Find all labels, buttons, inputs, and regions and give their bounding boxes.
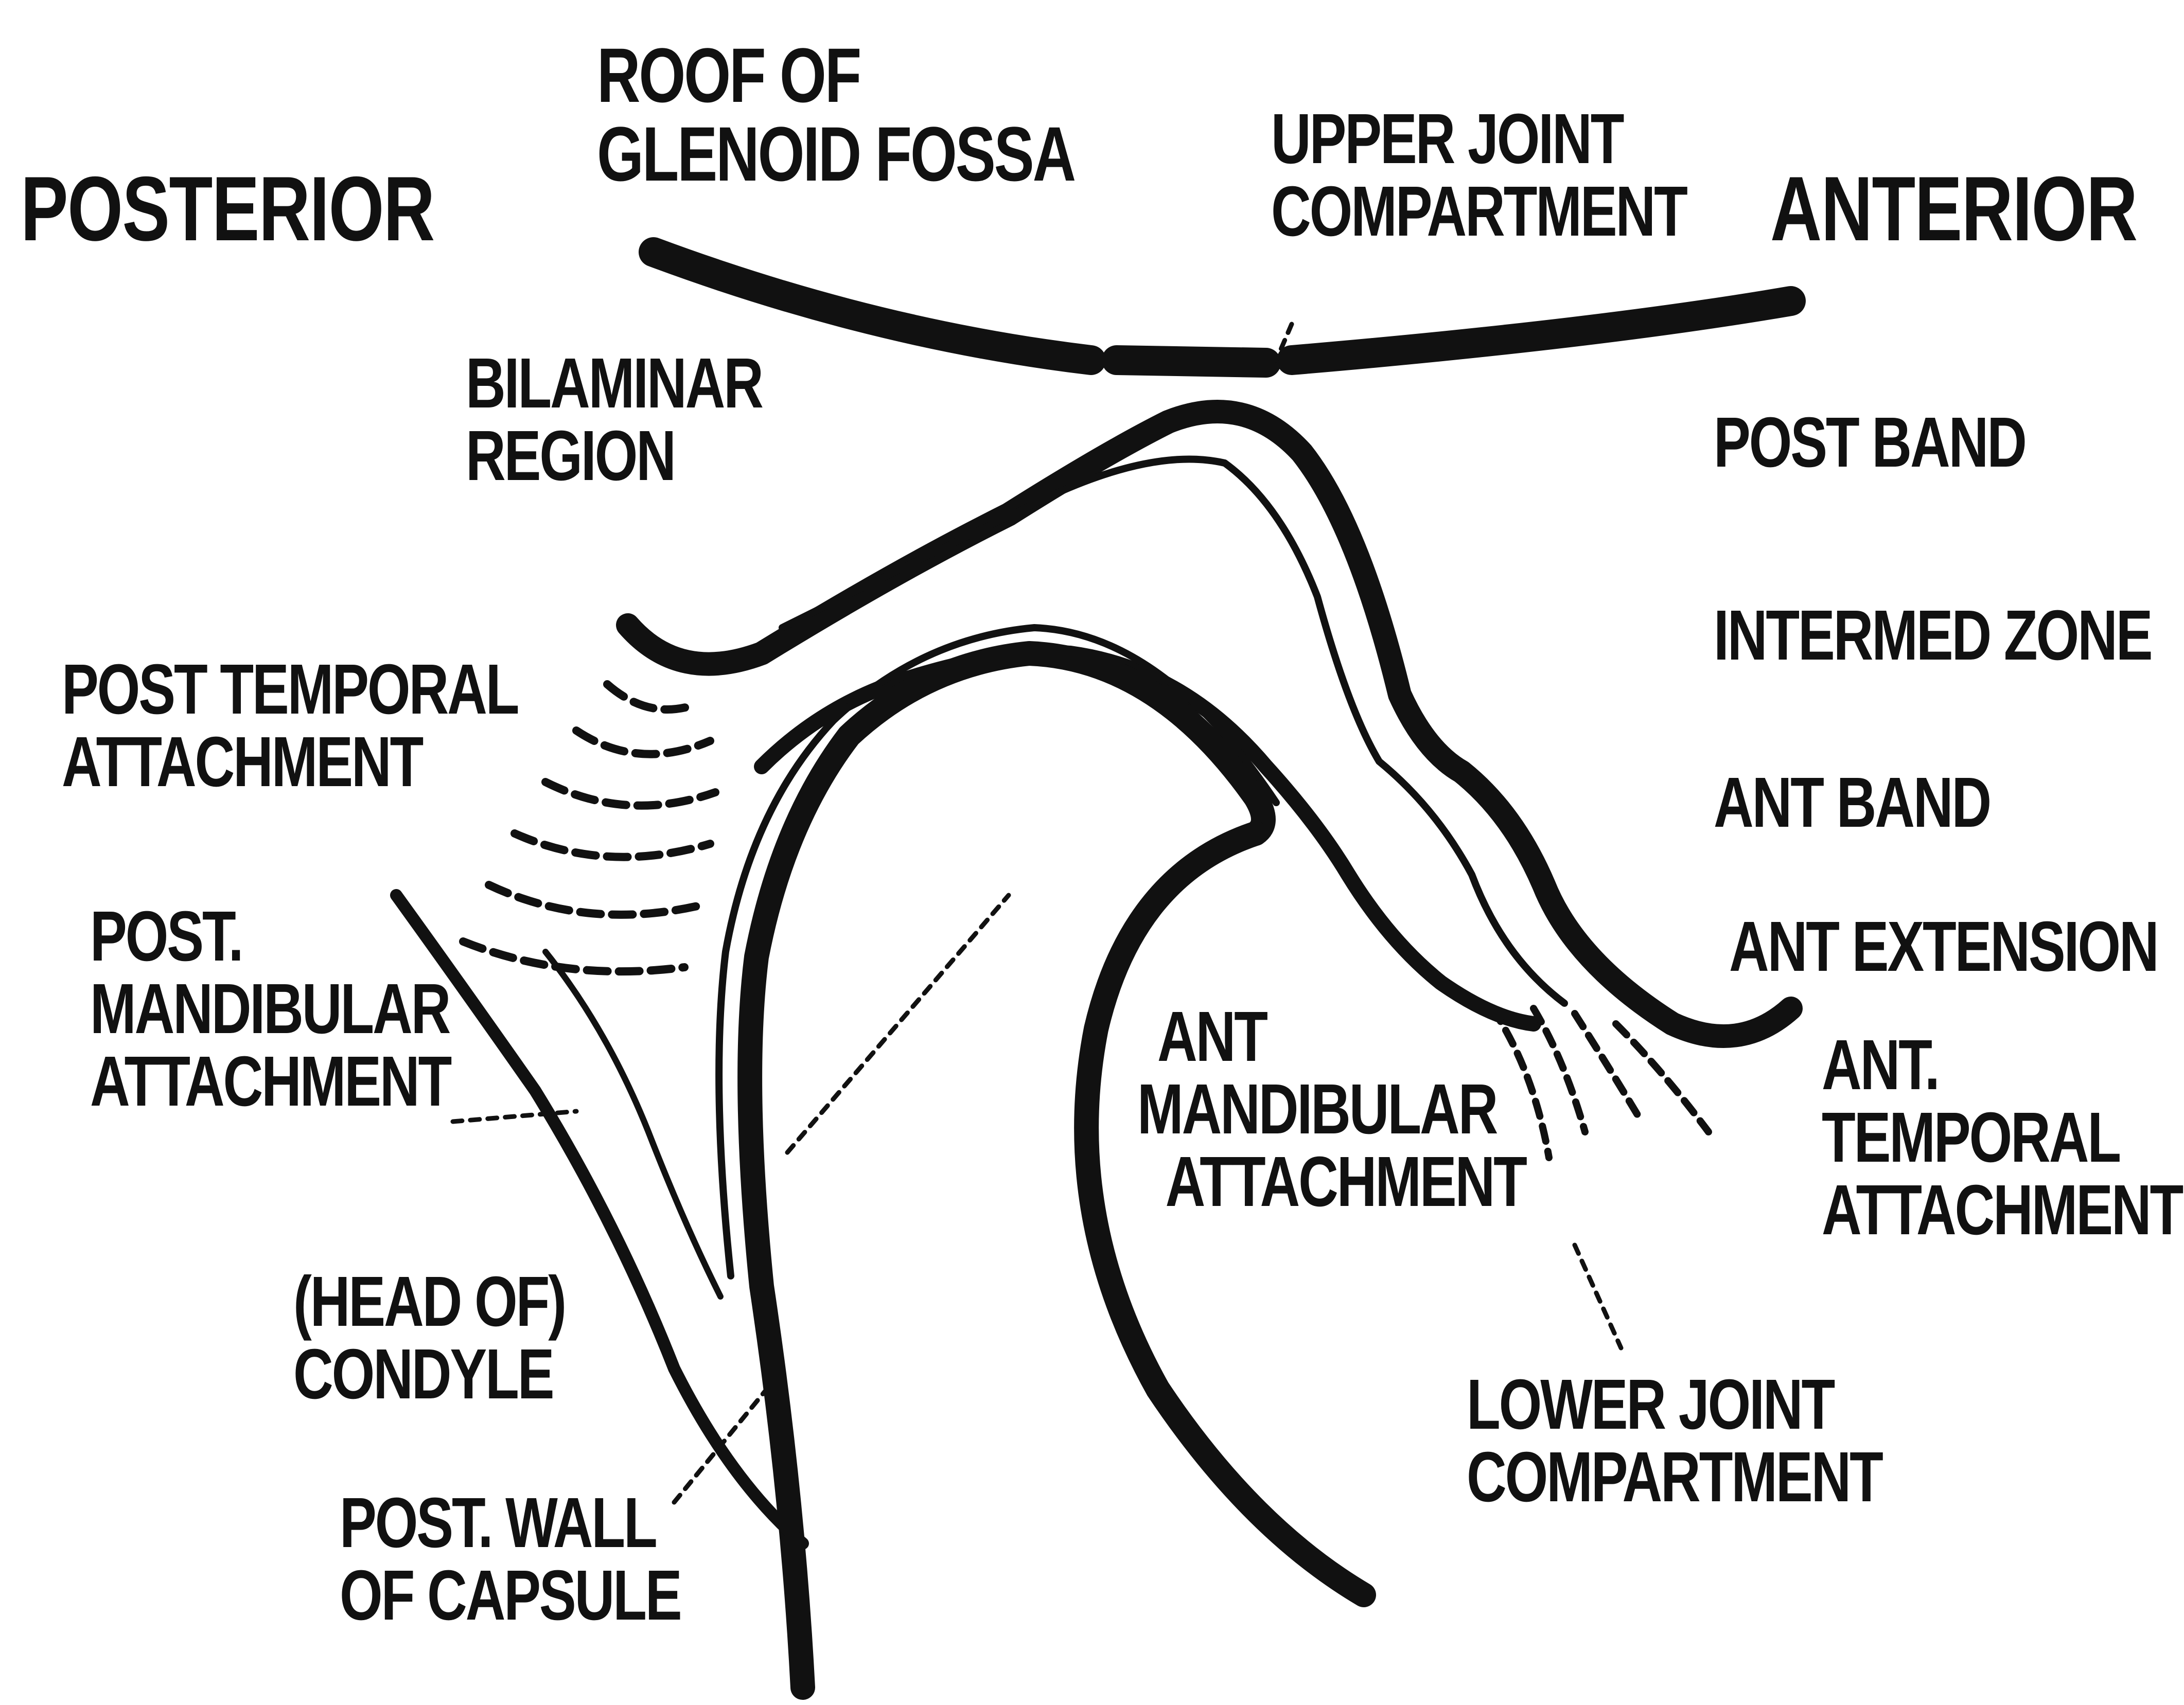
label-lower-joint: LOWER JOINT COMPARTMENT — [1467, 1369, 1882, 1514]
posterior-capsule-inner — [545, 952, 720, 1296]
leader-lower-joint — [1575, 1245, 1621, 1348]
label-posterior: POSTERIOR — [21, 162, 434, 256]
label-ant-temporal-line1: ANT. — [1822, 1029, 2182, 1102]
label-head-condyle-line1: (HEAD OF) — [293, 1266, 565, 1338]
label-post-temporal: POST TEMPORAL ATTACHMENT — [62, 653, 518, 798]
label-ant-extension: ANT EXTENSION — [1729, 911, 2158, 983]
label-ant-mandibular-line1: ANT — [1137, 1001, 1526, 1073]
label-post-band: POST BAND — [1714, 406, 2026, 479]
label-ant-temporal-line2: TEMPORAL — [1822, 1102, 2182, 1174]
label-roof-line1: ROOF OF — [597, 36, 1075, 115]
label-bilaminar: BILAMINAR REGION — [466, 347, 762, 492]
label-ant-band: ANT BAND — [1714, 767, 1990, 839]
label-intermed-zone: INTERMED ZONE — [1714, 599, 2151, 672]
label-post-mandibular-line1: POST. — [90, 900, 450, 973]
disc-inner-layer — [782, 459, 1564, 1004]
label-upper-joint-line1: UPPER JOINT — [1271, 103, 1686, 175]
label-lower-joint-line1: LOWER JOINT — [1467, 1369, 1882, 1441]
label-roof-glenoid: ROOF OF GLENOID FOSSA — [597, 36, 1075, 193]
label-head-condyle-line2: CONDYLE — [293, 1338, 565, 1411]
label-ant-mandibular-line2: MANDIBULAR — [1137, 1073, 1526, 1146]
label-ant-temporal: ANT. TEMPORAL ATTACHMENT — [1822, 1029, 2182, 1246]
label-anterior: ANTERIOR — [1770, 162, 2137, 256]
label-head-condyle: (HEAD OF) CONDYLE — [293, 1266, 565, 1411]
label-post-mandibular-line3: ATTACHMENT — [90, 1045, 450, 1118]
label-bilaminar-line2: REGION — [466, 420, 762, 492]
label-post-wall-line1: POST. WALL — [340, 1487, 681, 1559]
label-bilaminar-line1: BILAMINAR — [466, 347, 762, 420]
label-post-temporal-line2: ATTACHMENT — [62, 726, 518, 798]
label-post-mandibular-line2: MANDIBULAR — [90, 973, 450, 1045]
label-roof-line2: GLENOID FOSSA — [597, 115, 1075, 193]
label-ant-mandibular-line3: ATTACHMENT — [1137, 1146, 1526, 1218]
label-lower-joint-line2: COMPARTMENT — [1467, 1441, 1882, 1514]
label-post-mandibular: POST. MANDIBULAR ATTACHMENT — [90, 900, 450, 1117]
label-upper-joint: UPPER JOINT COMPARTMENT — [1271, 103, 1686, 248]
label-post-temporal-line1: POST TEMPORAL — [62, 653, 518, 726]
label-ant-mandibular: ANT MANDIBULAR ATTACHMENT — [1137, 1001, 1526, 1218]
leader-head-condyle — [787, 895, 1009, 1152]
label-ant-temporal-line3: ATTACHMENT — [1822, 1174, 2182, 1247]
label-post-wall: POST. WALL OF CAPSULE — [340, 1487, 681, 1632]
label-upper-joint-line2: COMPARTMENT — [1271, 175, 1686, 248]
label-post-wall-line2: OF CAPSULE — [340, 1559, 681, 1632]
glenoid-fossa-roof — [654, 252, 1791, 363]
